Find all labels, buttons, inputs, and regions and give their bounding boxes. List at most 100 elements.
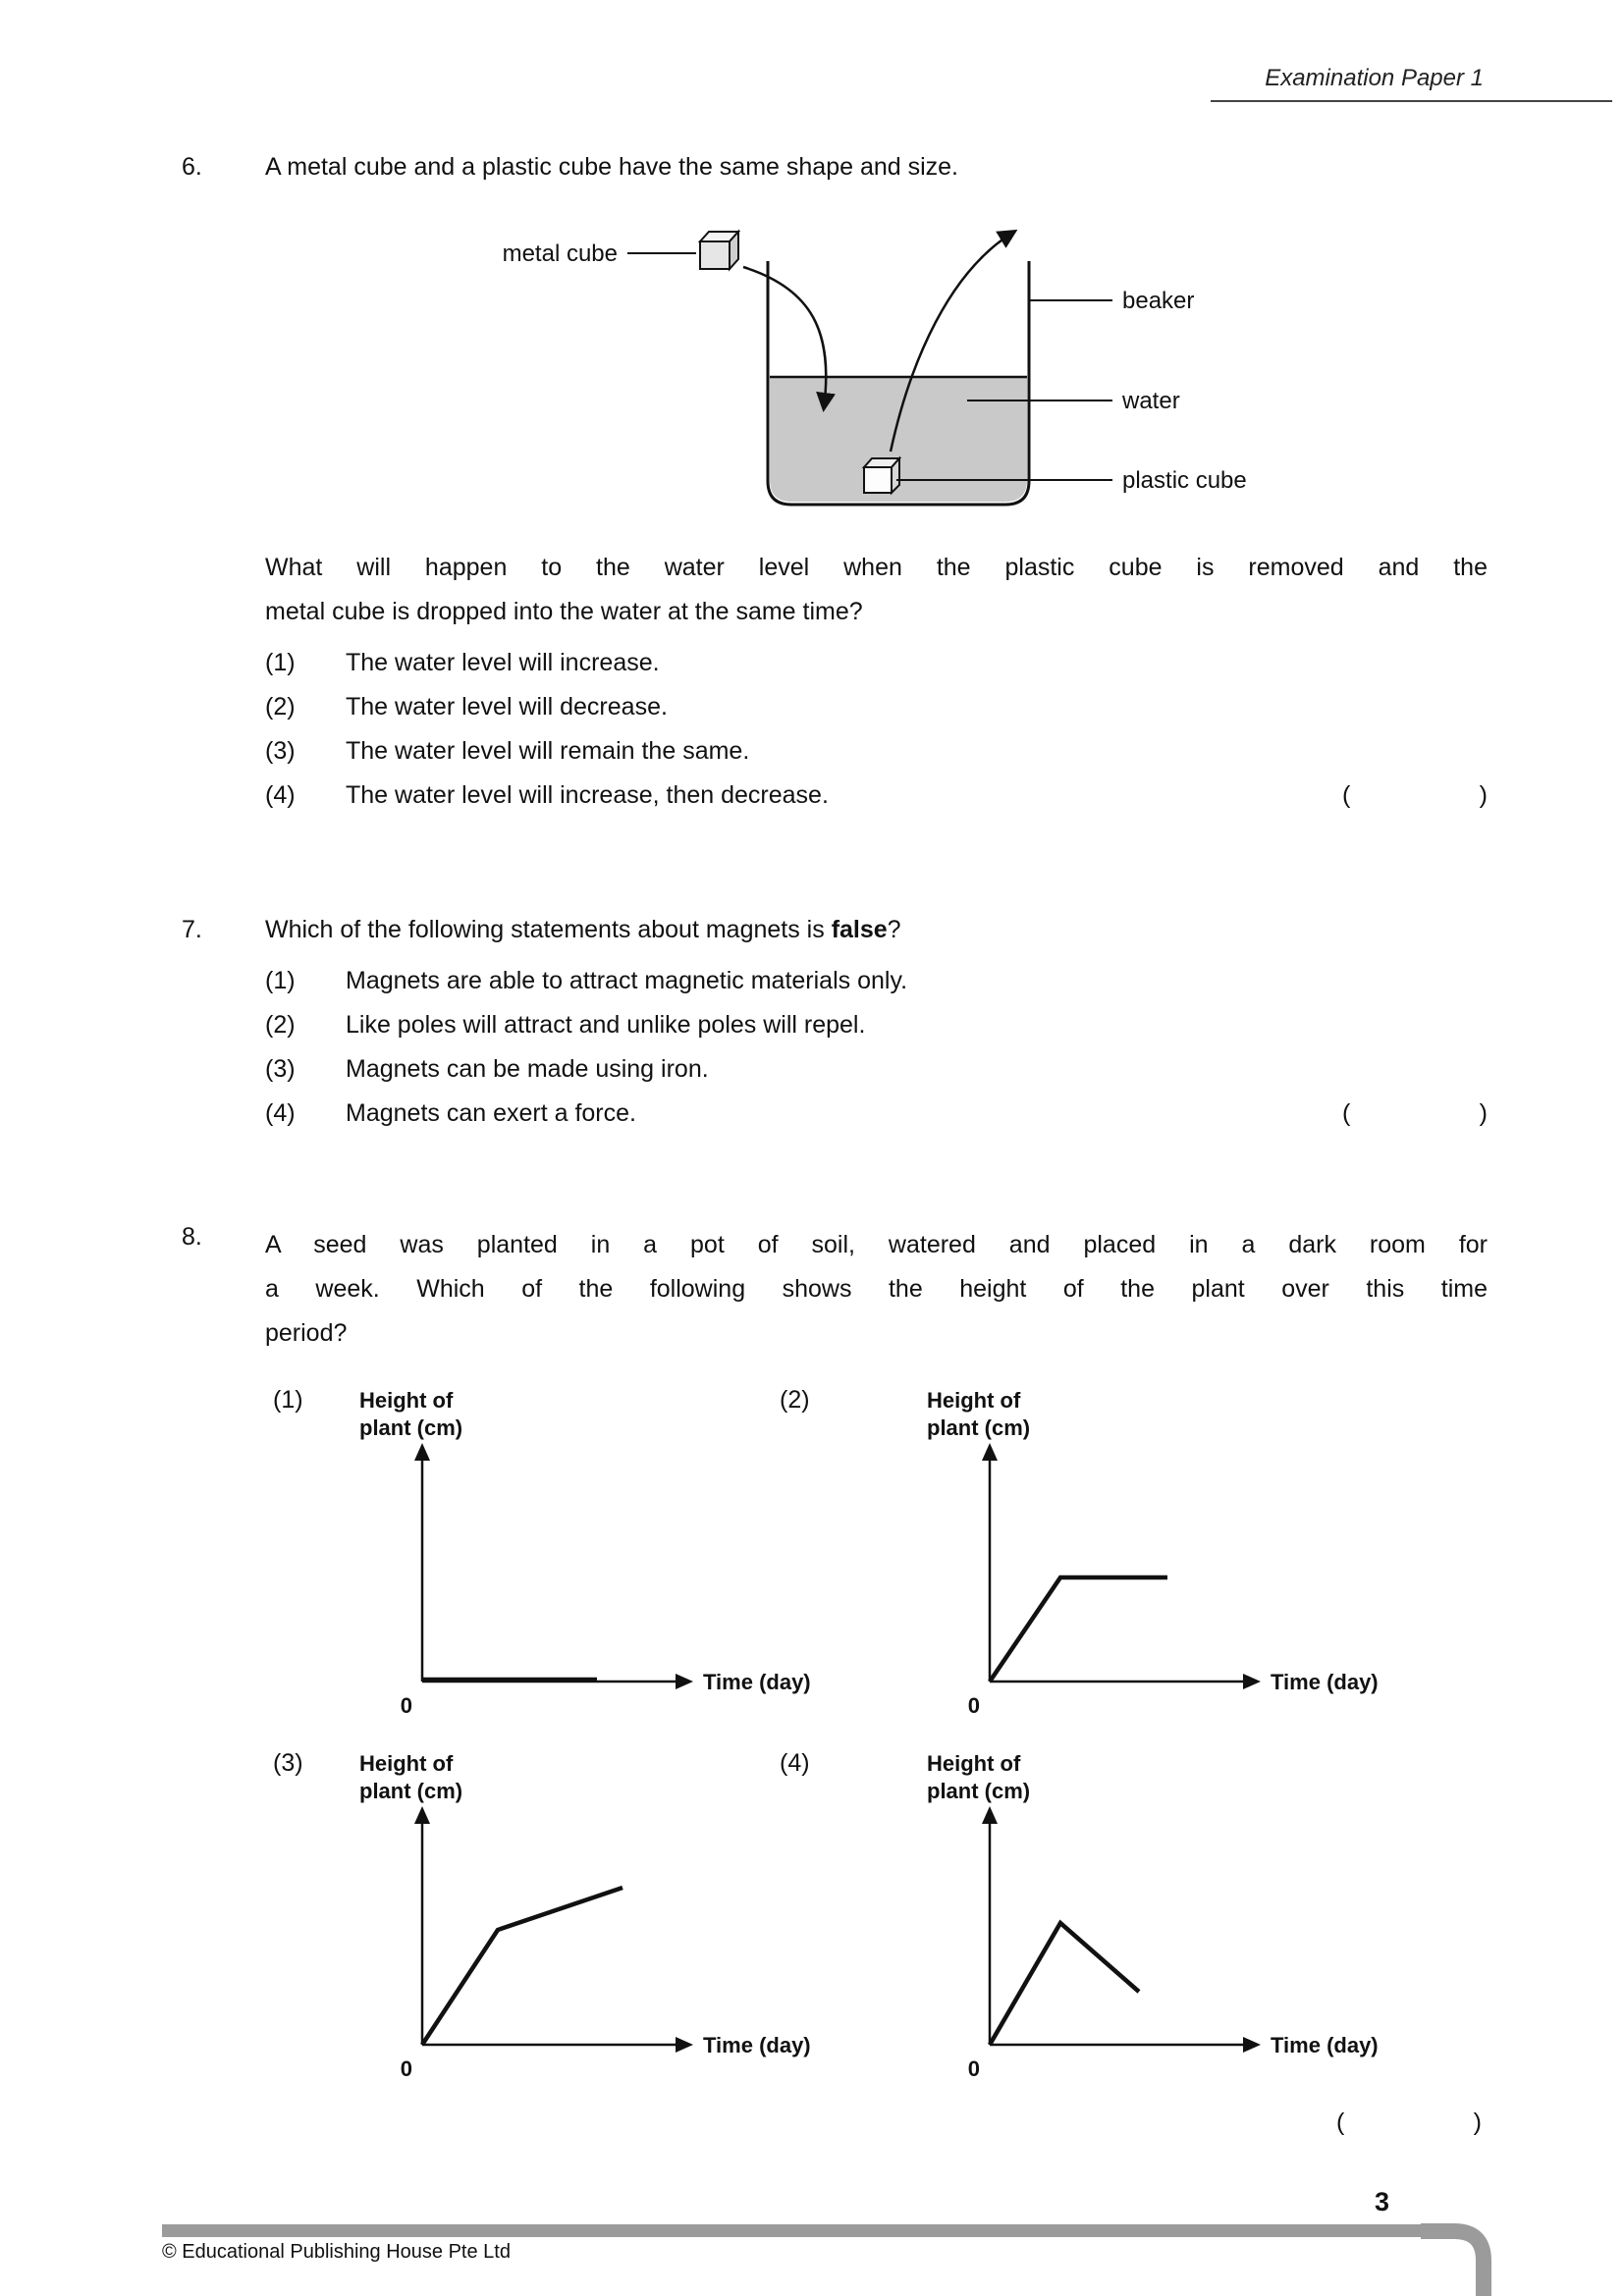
x-axis-label: Time (day) xyxy=(1271,2033,1379,2057)
question-6-intro: A metal cube and a plastic cube have the… xyxy=(265,153,959,181)
option-row: (2) Like poles will attract and unlike p… xyxy=(265,1003,1488,1047)
graph-option-label-2: (2) xyxy=(780,1386,810,1414)
y-axis-label: Height of xyxy=(927,1751,1021,1776)
origin-label: 0 xyxy=(968,1693,980,1718)
y-axis-label: Height of xyxy=(359,1751,454,1776)
option-row: (1) Magnets are able to attract magnetic… xyxy=(265,959,1488,1003)
drop-in-arrow xyxy=(742,265,836,412)
y-axis-label: plant (cm) xyxy=(359,1415,462,1440)
graph-option-label-3: (3) xyxy=(273,1749,303,1777)
option-number: (4) xyxy=(265,1099,296,1127)
question-7-stem-text: Which of the following statements about … xyxy=(265,916,901,943)
plant-height-line xyxy=(420,1885,623,2047)
option-row: (2) The water level will decrease. xyxy=(265,685,1488,729)
question-7: 7. Which of the following statements abo… xyxy=(182,908,1488,1136)
footer-bar xyxy=(162,2224,1421,2237)
question-8-intro-line1: A seed was planted in a pot of soil, wat… xyxy=(265,1231,1488,1258)
footer-copyright: © Educational Publishing House Pte Ltd xyxy=(162,2241,511,2263)
beaker-label: beaker xyxy=(1122,288,1194,314)
option-text: Like poles will attract and unlike poles… xyxy=(346,1011,866,1039)
option-number: (1) xyxy=(265,649,296,676)
answer-bracket: ( ) xyxy=(1336,2109,1482,2137)
option-text: Magnets are able to attract magnetic mat… xyxy=(346,967,908,994)
bracket-open: ( xyxy=(1342,1099,1351,1127)
question-8-intro: A seed was planted in a pot of soil, wat… xyxy=(265,1223,1488,1356)
bold-word: false xyxy=(831,916,888,943)
option-text: The water level will increase. xyxy=(346,649,660,676)
option-row: (3) Magnets can be made using iron. xyxy=(265,1047,1488,1092)
y-axis-arrow-icon xyxy=(982,1806,998,1824)
bracket-close: ) xyxy=(1479,781,1488,809)
answer-bracket: ( ) xyxy=(1342,1092,1488,1136)
bracket-close: ) xyxy=(1479,1099,1488,1127)
bracket-open: ( xyxy=(1342,781,1351,809)
option-number: (2) xyxy=(265,693,296,721)
plant-height-line xyxy=(988,1919,1141,2047)
y-axis-arrow-icon xyxy=(982,1443,998,1461)
beaker-outline xyxy=(766,261,1031,507)
y-axis-label: Height of xyxy=(927,1388,1021,1413)
option-row: (4) The water level will increase, then … xyxy=(265,774,1488,818)
question-8-intro-line3: period? xyxy=(265,1319,348,1347)
question-8: 8. A seed was planted in a pot of soil, … xyxy=(182,1223,1488,1356)
plastic-cube-icon xyxy=(861,455,902,496)
option-number: (1) xyxy=(265,967,296,994)
question-7-number: 7. xyxy=(182,916,202,943)
beaker-diagram: metal cube beaker water plastic cube xyxy=(503,229,1247,507)
option-text: Magnets can exert a force. xyxy=(346,1099,636,1127)
page-header: Examination Paper 1 xyxy=(1211,65,1612,102)
y-axis-arrow-icon xyxy=(414,1443,430,1461)
plastic-cube-label: plastic cube xyxy=(1122,467,1247,494)
y-axis-label: plant (cm) xyxy=(359,1779,462,1803)
origin-label: 0 xyxy=(968,2056,980,2081)
graph-option-label-1: (1) xyxy=(273,1386,303,1414)
x-axis-label: Time (day) xyxy=(703,2033,811,2057)
question-8-intro-line2: a week. Which of the following shows the… xyxy=(265,1275,1488,1303)
option-row: (4) Magnets can exert a force. ( ) xyxy=(265,1092,1488,1136)
plant-height-graph-3: Height of plant (cm) Time (day) 0 xyxy=(359,1751,811,2081)
question-6: 6. A metal cube and a plastic cube have … xyxy=(182,153,1488,182)
metal-cube-icon xyxy=(697,229,741,272)
x-axis-label: Time (day) xyxy=(1271,1670,1379,1694)
plant-height-graph-1: Height of plant (cm) Time (day) 0 xyxy=(359,1388,811,1718)
answer-bracket: ( ) xyxy=(1342,774,1488,818)
page-number: 3 xyxy=(1375,2187,1390,2216)
bracket-open: ( xyxy=(1336,2109,1345,2136)
remove-arrow xyxy=(889,229,1018,453)
bracket-close: ) xyxy=(1473,2109,1482,2136)
y-axis-label: Height of xyxy=(359,1388,454,1413)
x-axis-arrow-icon xyxy=(676,2037,693,2053)
option-number: (3) xyxy=(265,1055,296,1083)
water-label: water xyxy=(1121,388,1180,414)
plant-height-line xyxy=(988,1575,1167,1683)
option-text: Magnets can be made using iron. xyxy=(346,1055,709,1083)
y-axis-label: plant (cm) xyxy=(927,1415,1030,1440)
question-7-options: (1) Magnets are able to attract magnetic… xyxy=(265,959,1488,1136)
x-axis-arrow-icon xyxy=(676,1674,693,1689)
option-text: The water level will increase, then decr… xyxy=(346,781,829,809)
y-axis-label: plant (cm) xyxy=(927,1779,1030,1803)
graph-option-label-4: (4) xyxy=(780,1749,810,1777)
option-number: (3) xyxy=(265,737,296,765)
origin-label: 0 xyxy=(401,1693,412,1718)
metal-cube-label: metal cube xyxy=(503,240,618,267)
x-axis-label: Time (day) xyxy=(703,1670,811,1694)
plant-height-graph-4: Height of plant (cm) Time (day) 0 xyxy=(927,1751,1379,2081)
option-number: (2) xyxy=(265,1011,296,1039)
question-7-stem: 7. Which of the following statements abo… xyxy=(182,908,1488,952)
question-6-text-line1: What will happen to the water level when… xyxy=(265,554,1488,581)
plant-height-graph-2: Height of plant (cm) Time (day) 0 xyxy=(927,1388,1379,1718)
option-row: (1) The water level will increase. xyxy=(265,641,1488,685)
question-6-text: What will happen to the water level when… xyxy=(265,546,1488,634)
option-row: (3) The water level will remain the same… xyxy=(265,729,1488,774)
question-8-number: 8. xyxy=(182,1223,202,1251)
question-6-number: 6. xyxy=(182,153,202,181)
y-axis-arrow-icon xyxy=(414,1806,430,1824)
origin-label: 0 xyxy=(401,2056,412,2081)
x-axis-arrow-icon xyxy=(1243,2037,1261,2053)
question-6-text-line2: metal cube is dropped into the water at … xyxy=(265,598,863,625)
header-title: Examination Paper 1 xyxy=(1265,65,1484,91)
option-number: (4) xyxy=(265,781,296,809)
option-text: The water level will decrease. xyxy=(346,693,668,721)
